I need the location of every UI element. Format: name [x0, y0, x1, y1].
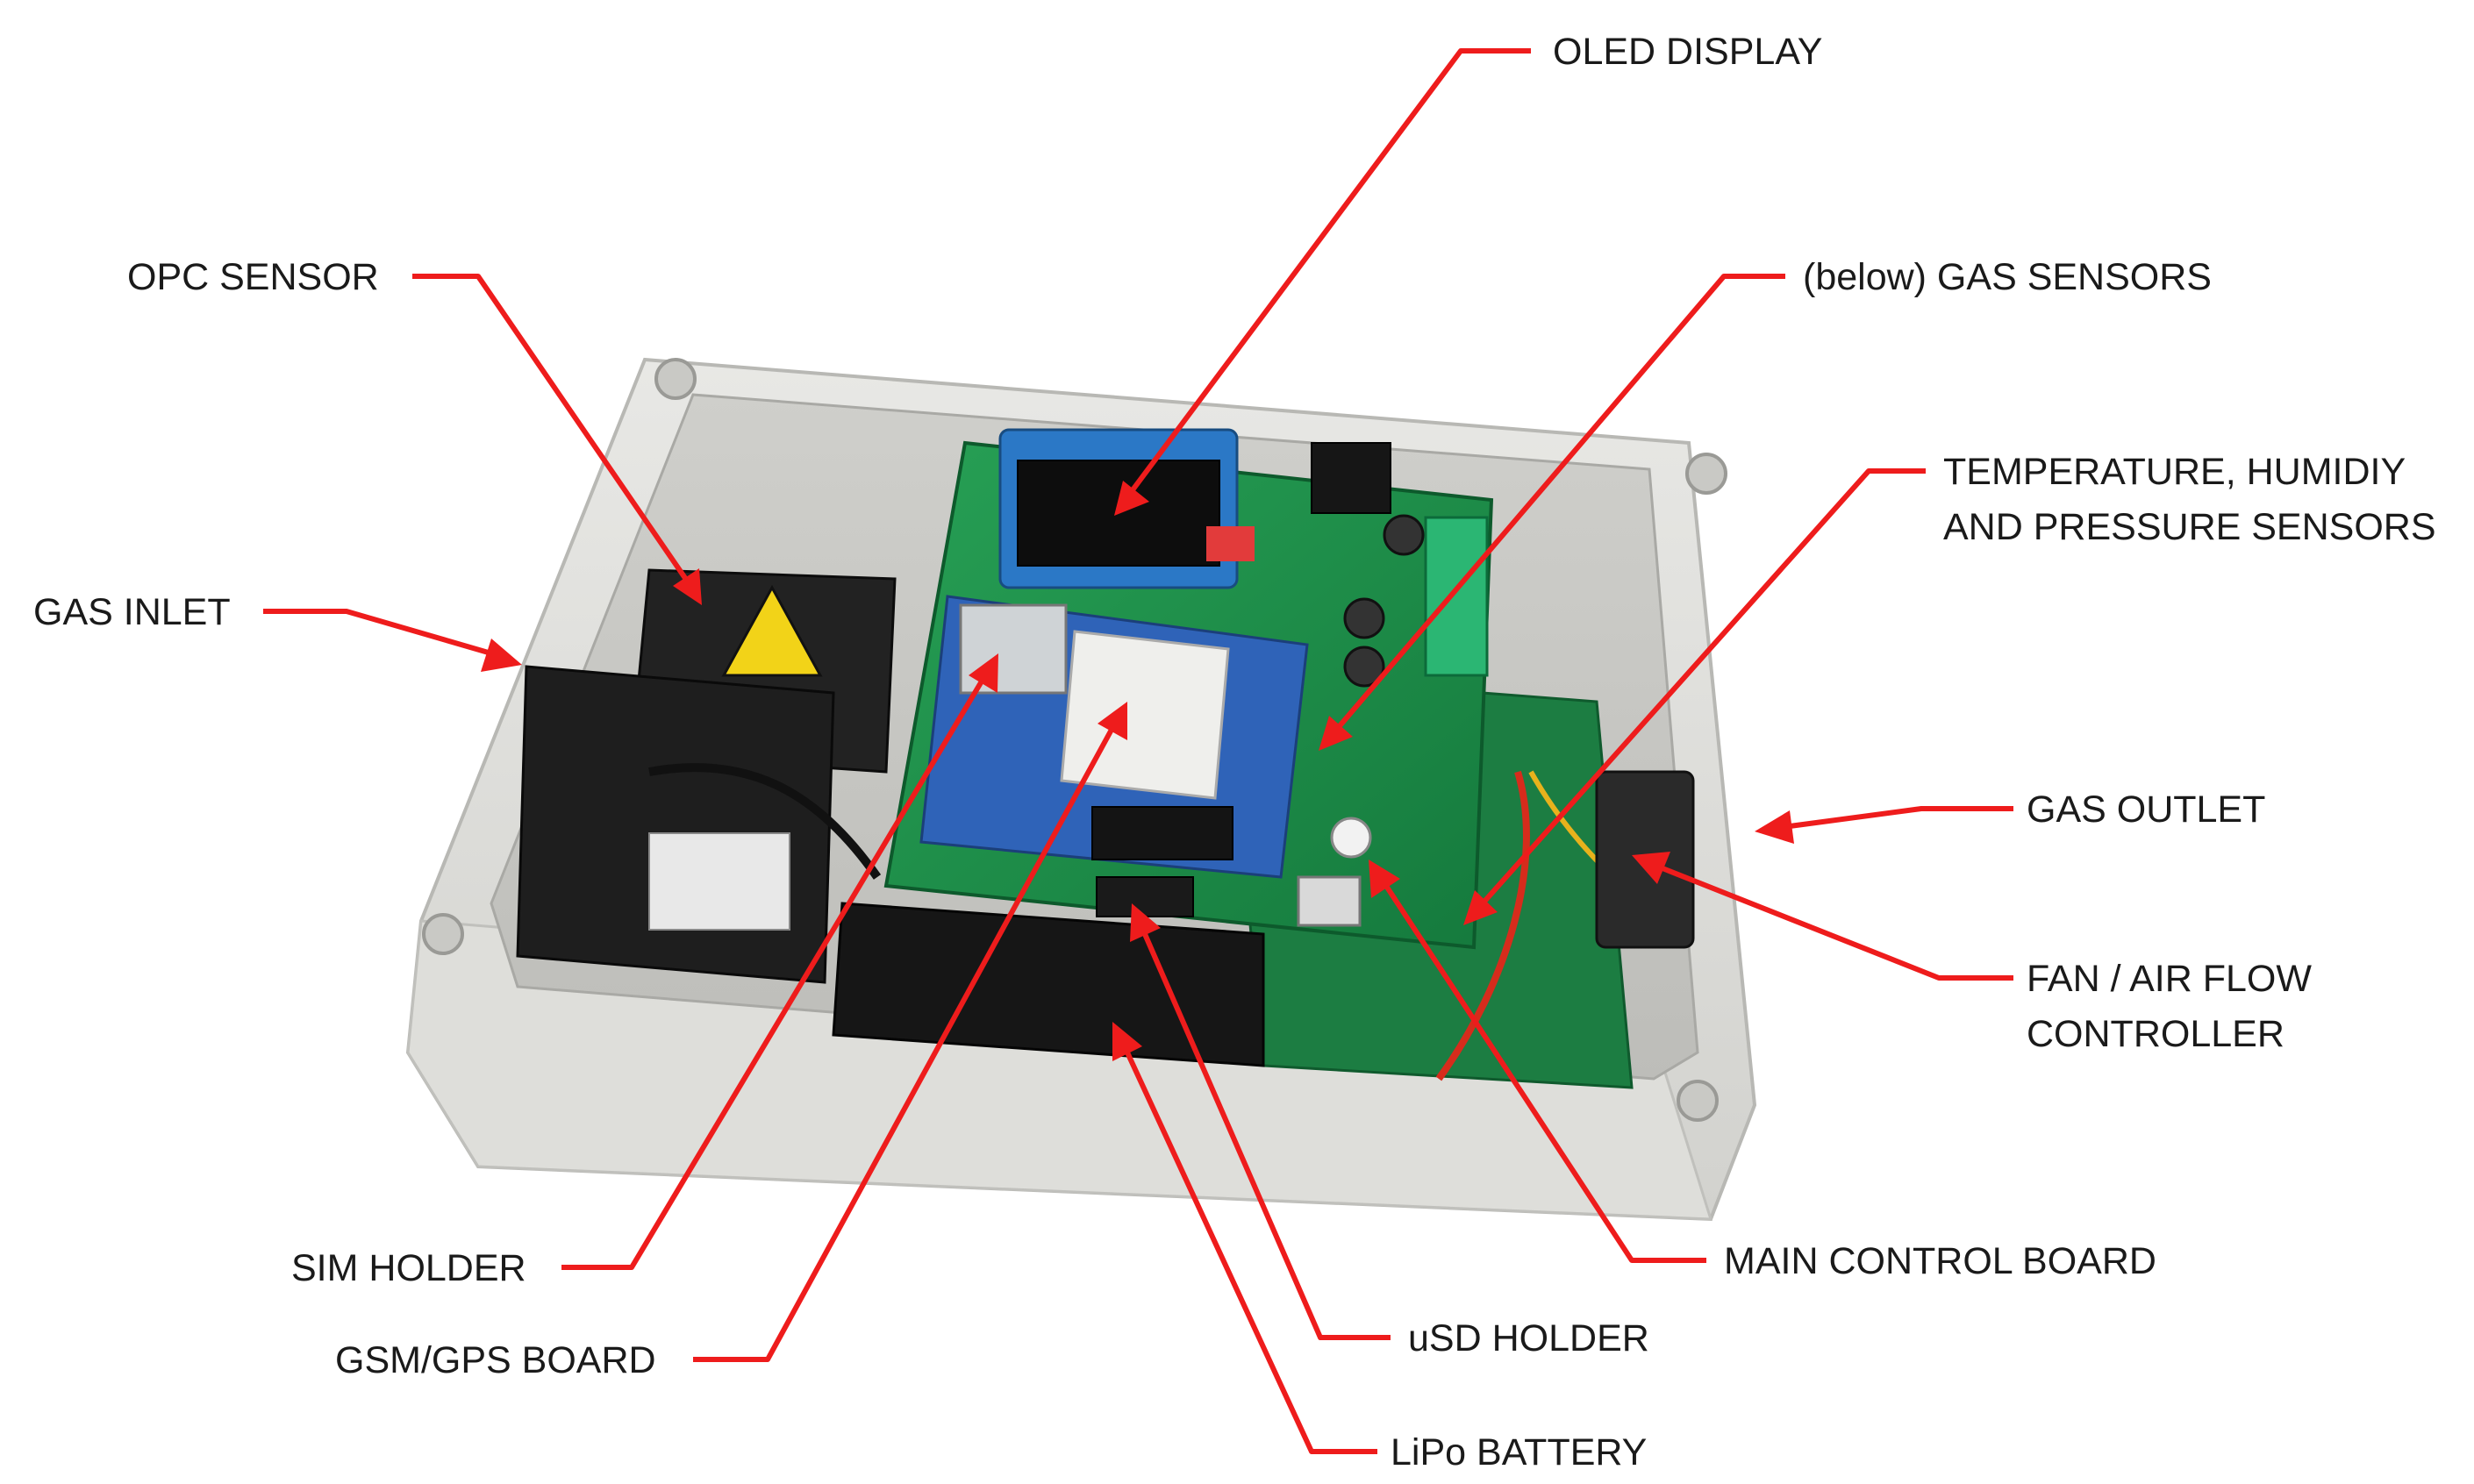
laser-warning-label [721, 584, 823, 677]
red-tag [1206, 526, 1255, 561]
lipo-battery [516, 665, 835, 984]
arrowhead [1319, 716, 1353, 751]
label-thp-line1: TEMPERATURE, HUMIDIY [1943, 451, 2406, 493]
label-gas-outlet: GAS OUTLET [2027, 788, 2265, 831]
callout-usd-holder [1142, 932, 1391, 1340]
callout-thp-sensors [1480, 468, 1926, 905]
arrowhead [1369, 860, 1400, 898]
callout-main-control-board [1384, 884, 1706, 1263]
label-sim-holder: SIM HOLDER [291, 1247, 526, 1289]
callout-opc-sensor [412, 274, 691, 585]
arrowhead [481, 639, 522, 672]
screw [1677, 1080, 1719, 1122]
callout-gas-outlet [1789, 806, 2013, 829]
arrowhead [969, 653, 998, 693]
callout-gas-inlet [263, 609, 492, 656]
ribbon-connector [1096, 876, 1194, 917]
arrowhead [1755, 810, 1794, 844]
screw [422, 913, 464, 955]
label-fan-line1: FAN / AIR FLOW [2027, 958, 2312, 1000]
label-oled-display: OLED DISPLAY [1553, 31, 1823, 73]
components [516, 428, 1695, 1089]
callouts [263, 48, 2013, 1454]
lower-battery-block [832, 902, 1265, 1067]
callout-fan-controller [1661, 866, 2013, 981]
arrowhead [1098, 702, 1127, 740]
fan-wires [1435, 770, 1530, 1081]
callout-sim-holder [561, 678, 985, 1270]
cable-bundle [648, 763, 882, 880]
arrowhead [1130, 903, 1161, 942]
thp-sensor-disc [1330, 817, 1372, 859]
terminal-block [1424, 516, 1489, 677]
usd-holder-part [1091, 806, 1233, 860]
power-connector [1311, 442, 1391, 514]
callout-gsm-gps-board [693, 726, 1115, 1362]
capacitor [1343, 597, 1385, 639]
battery-label [648, 832, 790, 931]
label-usd-holder: uSD HOLDER [1408, 1317, 1649, 1359]
label-main-control-board: MAIN CONTROL BOARD [1724, 1240, 2156, 1282]
screw [1685, 453, 1727, 495]
label-thp-line2: AND PRESSURE SENSORS [1943, 506, 2436, 548]
label-fan-line2: CONTROLLER [2027, 1013, 2285, 1055]
label-gas-inlet: GAS INLET [33, 591, 231, 633]
label-gas-sensors: (below) GAS SENSORS [1803, 256, 2212, 298]
callout-gas-sensors [1335, 274, 1785, 730]
screw [654, 358, 697, 400]
arrowhead [1114, 481, 1149, 516]
arrowhead [673, 568, 702, 605]
mini-usb-port [1297, 875, 1362, 927]
label-opc-sensor: OPC SENSOR [127, 256, 379, 298]
gsm-module [1060, 630, 1230, 800]
arrowhead [1112, 1022, 1142, 1061]
arrowhead [1632, 852, 1670, 884]
callout-oled-display [1129, 48, 1531, 493]
labels: OLED DISPLAY OPC SENSOR (below) GAS SENS… [33, 31, 2436, 1473]
label-lipo-battery: LiPo BATTERY [1391, 1431, 1647, 1473]
capacitor [1343, 646, 1385, 688]
label-gsm-gps-board: GSM/GPS BOARD [335, 1339, 656, 1381]
callout-lipo-battery [1125, 1051, 1377, 1454]
arrowhead [1463, 890, 1498, 925]
capacitor [1383, 514, 1425, 556]
